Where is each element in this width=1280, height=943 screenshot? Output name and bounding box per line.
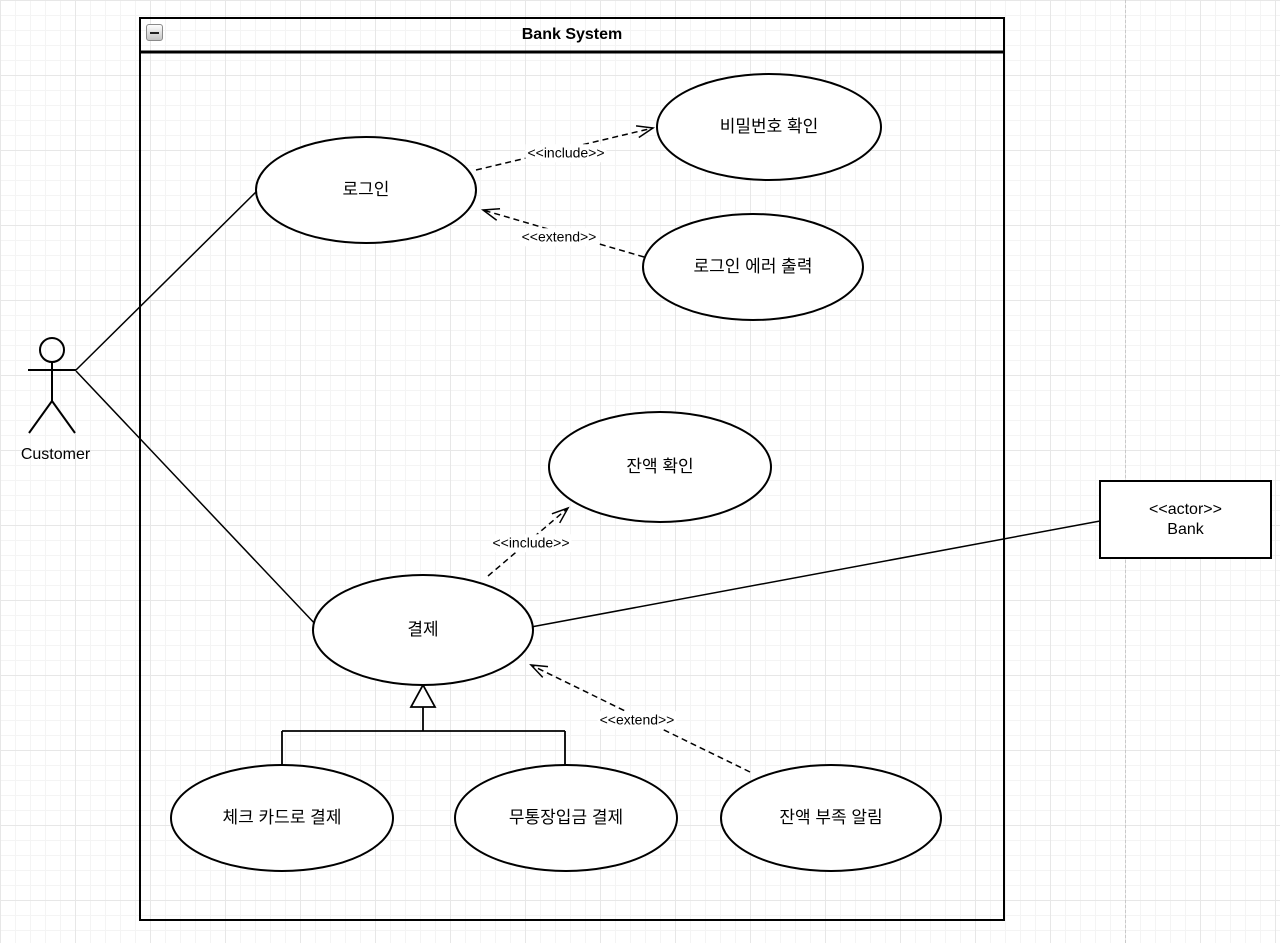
association-customer-payment[interactable] bbox=[75, 370, 319, 628]
usecase-login-label: 로그인 bbox=[342, 180, 390, 200]
extend-lowbalance-payment-label: <<extend>> bbox=[597, 711, 677, 729]
usecase-low-balance-alert[interactable] bbox=[720, 764, 942, 872]
usecase-bank-transfer-payment-label: 무통장입금 결제 bbox=[508, 808, 624, 828]
collapse-button[interactable] bbox=[146, 24, 163, 41]
usecase-password-check-label: 비밀번호 확인 bbox=[719, 117, 819, 137]
extend-loginerror-login-label: <<extend>> bbox=[519, 228, 599, 246]
usecase-bank-transfer-payment[interactable] bbox=[454, 764, 678, 872]
associations bbox=[75, 190, 1101, 628]
include-payment-balancecheck-label: <<include>> bbox=[490, 534, 572, 552]
bank-actor-text: <<actor>> Bank bbox=[1100, 481, 1271, 558]
system-boundary-title: Bank System bbox=[521, 26, 623, 43]
usecase-check-card-payment-label: 체크 카드로 결제 bbox=[222, 808, 342, 828]
bank-actor-box[interactable] bbox=[1099, 480, 1272, 559]
generalization-tree[interactable] bbox=[281, 683, 566, 765]
usecase-login-error[interactable] bbox=[642, 213, 864, 321]
usecase-balance-check[interactable] bbox=[548, 411, 772, 523]
include-login-passwordcheck-label: <<include>> bbox=[525, 144, 607, 162]
system-boundary-frame[interactable] bbox=[139, 17, 1005, 921]
bank-actor-stereotype: <<actor>> bbox=[1149, 500, 1222, 518]
customer-actor-label: Customer bbox=[20, 446, 91, 463]
association-payment-bank[interactable] bbox=[530, 520, 1101, 628]
usecase-login[interactable] bbox=[255, 136, 477, 244]
page-break-line bbox=[1125, 0, 1126, 943]
customer-actor-figure[interactable] bbox=[28, 337, 76, 434]
usecase-check-card-payment[interactable] bbox=[170, 764, 394, 872]
minus-icon bbox=[150, 31, 159, 34]
usecase-login-error-label: 로그인 에러 출력 bbox=[693, 257, 813, 277]
usecase-low-balance-alert-label: 잔액 부족 알림 bbox=[779, 808, 883, 828]
usecase-payment-label: 결제 bbox=[407, 620, 439, 640]
association-customer-login[interactable] bbox=[75, 190, 258, 371]
usecase-password-check[interactable] bbox=[656, 73, 882, 181]
usecase-balance-check-label: 잔액 확인 bbox=[626, 457, 694, 477]
bank-actor-name: Bank bbox=[1167, 520, 1204, 538]
usecase-payment[interactable] bbox=[312, 574, 534, 686]
